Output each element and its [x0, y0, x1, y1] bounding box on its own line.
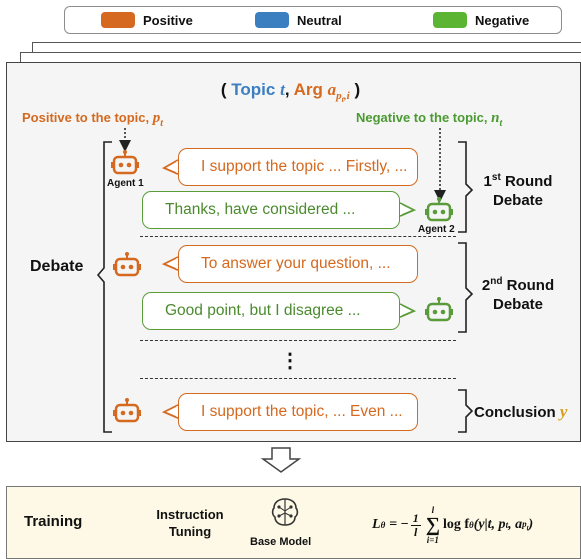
conclusion-label: Conclusion y	[474, 402, 568, 421]
agent2-label: Agent 2	[418, 224, 455, 235]
robot-icon	[425, 197, 453, 222]
legend-neutral-label: Neutral	[297, 13, 342, 28]
bubble1-tail	[161, 159, 179, 175]
legend-negative-swatch	[433, 12, 467, 28]
message-bubble: I support the topic, ... Even ...	[178, 393, 418, 431]
base-model-label: Base Model	[250, 536, 312, 548]
debate-label: Debate	[30, 258, 84, 275]
down-arrow	[260, 447, 302, 473]
round-separator	[140, 236, 456, 237]
conclusion-bracket	[458, 389, 474, 433]
robot-icon	[113, 252, 141, 277]
bubble3-tail	[161, 256, 179, 271]
round-separator	[140, 378, 456, 379]
robot-icon	[425, 297, 453, 322]
more-rounds-ellipsis: ⋮	[280, 350, 300, 372]
training-label: Training	[24, 513, 83, 530]
positive-to-topic-label: Positive to the topic, pt	[22, 110, 164, 129]
round2-bracket	[458, 242, 474, 333]
round1-bracket	[458, 141, 474, 233]
bubble2-tail	[399, 202, 417, 217]
agent1-label: Agent 1	[107, 178, 144, 189]
legend-negative-label: Negative	[475, 13, 530, 28]
message-bubble: Thanks, have considered ...	[142, 191, 400, 229]
debate-bracket	[96, 141, 112, 433]
message-bubble: Good point, but I disagree ...	[142, 292, 400, 330]
robot-icon	[111, 150, 139, 175]
negative-to-topic-label: Negative to the topic, nt	[356, 110, 503, 129]
legend: Positive Neutral Negative	[64, 6, 562, 34]
round-separator	[140, 340, 456, 341]
robot-icon	[113, 398, 141, 423]
legend-positive-swatch	[101, 12, 135, 28]
message-bubble: To answer your question, ...	[178, 245, 418, 283]
legend-positive-label: Positive	[143, 13, 193, 28]
bubble4-tail	[399, 303, 417, 318]
legend-neutral-swatch	[255, 12, 289, 28]
bubble5-tail	[161, 404, 179, 419]
brain-icon	[271, 498, 299, 526]
panel-title: ( Topic t, Arg apt,i )	[220, 80, 361, 105]
message-bubble: I support the topic ... Firstly, ...	[178, 148, 418, 186]
